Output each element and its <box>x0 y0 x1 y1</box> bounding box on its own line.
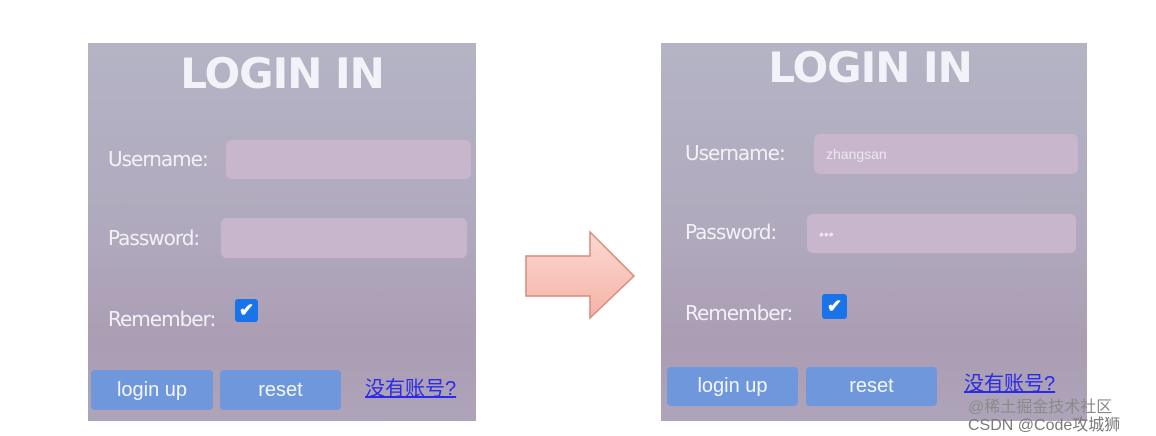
remember-checkbox[interactable]: ✔ <box>822 294 847 319</box>
password-label: Password: <box>108 226 200 250</box>
form-title: LOGIN IN <box>180 49 385 98</box>
form-title: LOGIN IN <box>768 43 973 92</box>
watermark-secondary: @稀土掘金技术社区 <box>968 399 1113 416</box>
login-button[interactable]: login up <box>667 367 798 406</box>
login-form-before: LOGIN IN Username: Password: Remember: ✔… <box>88 43 476 421</box>
reset-button[interactable]: reset <box>806 367 937 406</box>
remember-checkbox[interactable]: ✔ <box>235 299 258 322</box>
checkmark-icon: ✔ <box>826 296 843 316</box>
reset-button[interactable]: reset <box>220 370 341 410</box>
login-button[interactable]: login up <box>91 370 213 410</box>
checkmark-icon: ✔ <box>238 300 255 320</box>
register-link[interactable]: 没有账号? <box>964 373 1056 395</box>
register-link[interactable]: 没有账号? <box>365 378 457 400</box>
username-input[interactable]: zhangsan <box>814 134 1078 174</box>
right-arrow-icon <box>525 230 636 320</box>
password-input[interactable]: ••• <box>807 214 1076 253</box>
watermark: CSDN @Code攻城狮 <box>968 417 1121 434</box>
password-label: Password: <box>685 220 777 244</box>
username-label: Username: <box>685 141 786 165</box>
password-input[interactable] <box>221 218 467 258</box>
username-input[interactable] <box>226 140 471 179</box>
remember-label: Remember: <box>108 307 216 331</box>
login-form-after: LOGIN IN Username: zhangsan Password: ••… <box>661 43 1087 421</box>
username-label: Username: <box>108 147 209 171</box>
remember-label: Remember: <box>685 301 793 325</box>
